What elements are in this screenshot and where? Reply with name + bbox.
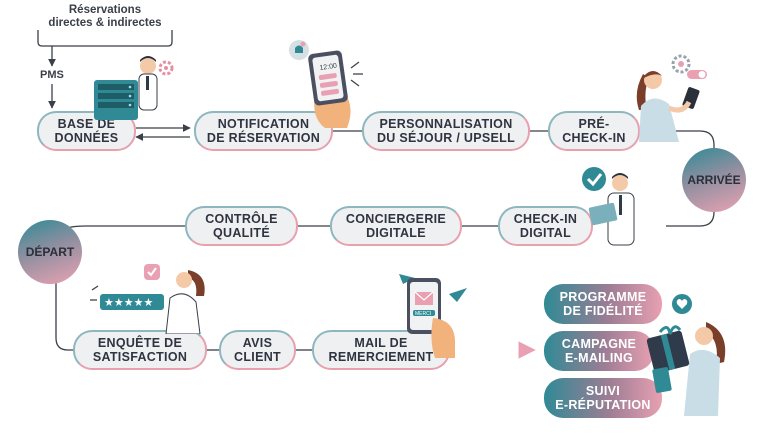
gear-icon (671, 54, 691, 74)
line-depart-enquete (55, 281, 74, 351)
mail-phone-illustration: MERCI (399, 274, 467, 358)
mail-label: MERCI (415, 311, 431, 317)
checkin-man-illustration (582, 167, 635, 246)
gear-icon (158, 60, 174, 76)
server-rack-illustration (94, 56, 174, 120)
phone-time: 12:00 (319, 63, 337, 72)
rating-stars: ★★★★★ (104, 296, 153, 309)
step-label: SATISFACTION (92, 350, 188, 364)
outcome-label: SUIVI (585, 384, 621, 398)
pms-label: PMS (40, 69, 64, 81)
step-pre-checkin: PRÉ-CHECK-IN (548, 111, 640, 151)
sources-bracket (37, 30, 173, 47)
step-label: NOTIFICATION (217, 117, 310, 131)
bell-icon (289, 40, 309, 60)
heart-icon (672, 294, 692, 314)
checkmark-icon (582, 167, 606, 191)
smartphone-icon (308, 50, 348, 106)
step-label: ENQUÊTE DE (97, 336, 183, 350)
step-label: CONTRÔLE (205, 212, 278, 226)
envelope-icon (414, 291, 434, 305)
step-label: DIGITALE (366, 226, 426, 240)
milestone-depart: DÉPART (18, 220, 82, 284)
toggle-icon (687, 70, 707, 79)
step-label: CONCIERGERIE (345, 212, 447, 226)
step-label: REMERCIEMENT (328, 350, 434, 364)
line-precheckin-arrivee (640, 130, 715, 150)
step-label: CHECK-IN (562, 131, 626, 145)
step-label: CLIENT (234, 350, 281, 364)
step-label: AVIS (242, 336, 273, 350)
step-label: QUALITÉ (213, 226, 270, 240)
sources-line-2: directes & indirectes (48, 17, 162, 29)
step-label: BASE DE (57, 117, 116, 131)
paper-plane-icon (399, 274, 467, 302)
step-label: DONNÉES (54, 131, 119, 145)
step-label: PRÉ- (578, 117, 610, 131)
smartphone-illustration: 12:00 (289, 40, 363, 128)
gift-icon (646, 325, 690, 374)
step-label: DU SÉJOUR / UPSELL (376, 131, 516, 145)
outcome-label: CAMPAGNE (561, 337, 637, 351)
outcome-label: E-MAILING (565, 351, 633, 365)
checkmark-icon (144, 264, 160, 280)
step-label: CHECK-IN (513, 212, 578, 226)
tablet-icon (588, 202, 618, 226)
step-label: MAIL DE (354, 336, 408, 350)
outcome-label: PROGRAMME (559, 290, 647, 304)
rating-woman-illustration: ★★★★★ (90, 264, 205, 334)
outcome-label: E-RÉPUTATION (555, 398, 651, 412)
sources-label: Réservations directes & indirectes (40, 4, 170, 30)
server-rack-icon (94, 80, 138, 120)
woman-phone-illustration (636, 54, 707, 142)
star-rating-icon: ★★★★★ (100, 294, 164, 310)
milestone-arrivee: ARRIVÉE (682, 148, 746, 212)
step-label: DE RÉSERVATION (206, 131, 321, 145)
gift-woman-illustration (646, 294, 726, 416)
outcome-label: DE FIDÉLITÉ (563, 304, 643, 318)
step-label: DIGITAL (519, 226, 572, 240)
step-label: PERSONNALISATION (379, 117, 513, 131)
sources-line-1: Réservations (68, 4, 142, 16)
line-arrivee-checkin (666, 210, 715, 227)
